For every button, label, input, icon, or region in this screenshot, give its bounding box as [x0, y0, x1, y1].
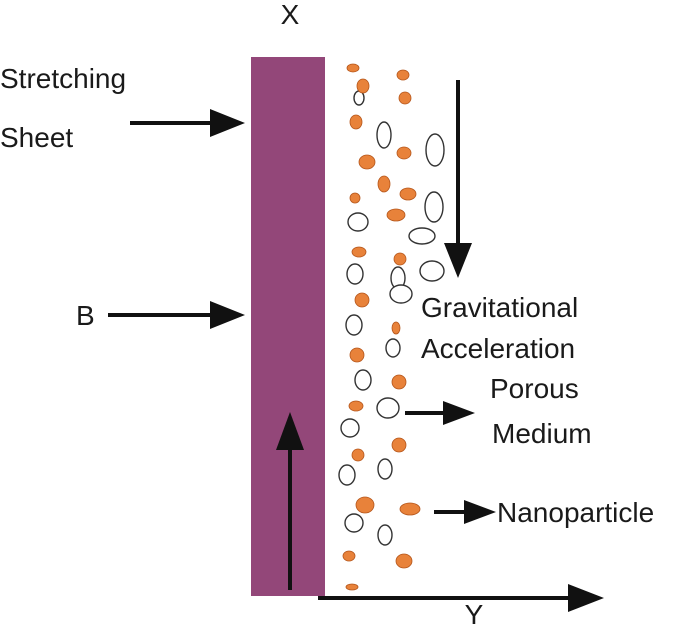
nanoparticle-dot	[399, 187, 417, 201]
pore	[377, 458, 393, 480]
pore	[424, 191, 444, 223]
y-axis-arrow	[318, 584, 604, 612]
pore	[354, 369, 372, 391]
gravity-label-line1: Gravitational	[421, 292, 578, 323]
nanoparticle-dot	[349, 192, 361, 204]
nanoparticle-dot	[393, 252, 407, 266]
nanoparticle-dot	[399, 502, 421, 516]
nanoparticle-dot	[349, 114, 363, 130]
nanoparticle-dot	[342, 550, 356, 562]
gravity-label-line2: Acceleration	[421, 333, 575, 364]
pore	[389, 284, 413, 304]
magnetic-field-arrow	[108, 301, 245, 329]
pore	[419, 260, 445, 282]
nanoparticle-dot	[346, 63, 360, 73]
sheet-stretch-arrow	[276, 412, 304, 590]
magnetic-field-label: B	[76, 300, 95, 331]
nanoparticle-dot	[358, 154, 376, 170]
porous-medium-label-line1: Porous	[490, 373, 579, 404]
nanoparticle-arrow	[434, 500, 496, 524]
pore	[376, 397, 400, 419]
pore	[344, 513, 364, 533]
pore	[408, 227, 436, 245]
nanoparticle-dot	[354, 292, 370, 308]
nanoparticle-dot	[391, 374, 407, 390]
pore	[338, 464, 356, 486]
nanoparticle-dot	[377, 175, 391, 193]
nanoparticle-dot	[345, 583, 359, 591]
nanoparticle-dot	[351, 246, 367, 258]
pore	[385, 338, 401, 358]
gravity-arrow	[444, 80, 472, 278]
nanoparticle-dot	[348, 400, 364, 412]
porous-medium-arrow	[405, 401, 475, 425]
nanoparticle-dot	[391, 437, 407, 453]
nanoparticle-label: Nanoparticle	[497, 497, 654, 528]
nanoparticle-dot	[396, 146, 412, 160]
axis-x-label: X	[281, 0, 300, 30]
pore	[347, 212, 369, 232]
pore	[376, 121, 392, 149]
nanoparticle-dot	[351, 448, 365, 462]
stretching-sheet-label-line1: Stretching	[0, 63, 126, 94]
stretching-sheet-label-line2: Sheet	[0, 122, 73, 153]
porous-medium-pores	[338, 90, 445, 546]
nanoparticle-dot	[349, 347, 365, 363]
nanoparticle-dot	[355, 496, 375, 514]
pore	[340, 418, 360, 438]
pore	[425, 133, 445, 167]
nanoparticles	[342, 63, 421, 591]
stretching-sheet-arrow	[130, 109, 245, 137]
nanoparticle-dot	[396, 69, 410, 81]
nanoparticle-dot	[391, 321, 401, 335]
nanoparticle-dot	[398, 91, 412, 105]
pore	[377, 524, 393, 546]
pore	[346, 263, 364, 285]
nanoparticle-dot	[356, 78, 370, 94]
axis-y-label: Y	[465, 599, 484, 628]
pore	[345, 314, 363, 336]
porous-medium-label-line2: Medium	[492, 418, 592, 449]
nanoparticle-dot	[386, 208, 406, 222]
nanoparticle-dot	[395, 553, 413, 569]
